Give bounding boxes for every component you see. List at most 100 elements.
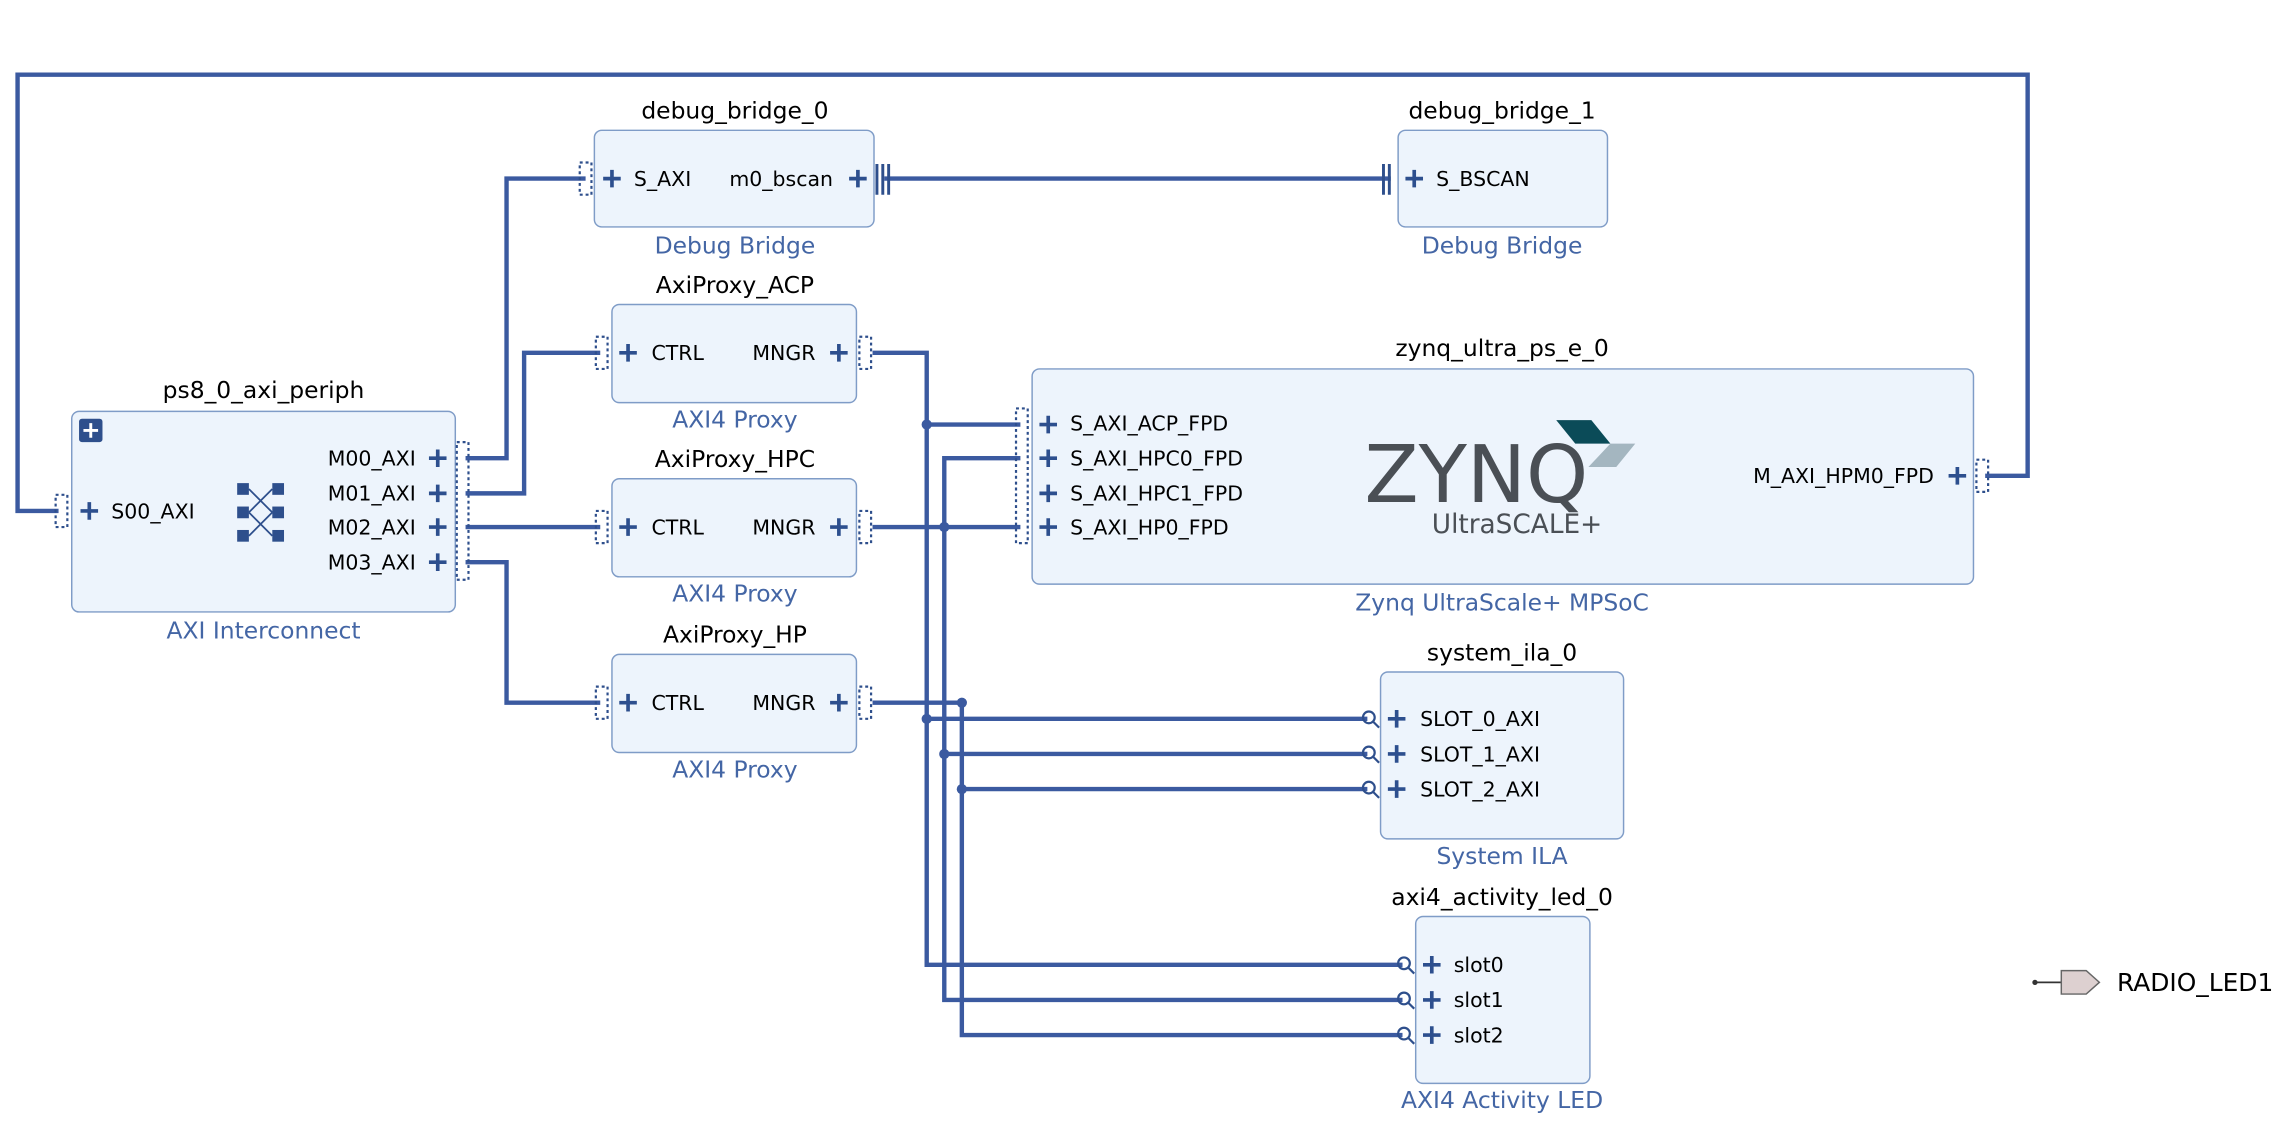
port-m01-axi[interactable]: M01_AXI [328,482,416,506]
port-mngr[interactable]: MNGR [752,691,815,715]
expand-port-icon[interactable] [1387,745,1406,763]
block-debug-bridge-1[interactable]: debug_bridge_1 S_BSCAN Debug Bridge [1382,97,1609,260]
port-s-axi-hp0-fpd[interactable]: S_AXI_HP0_FPD [1070,515,1229,539]
net-m03-to-hp[interactable] [465,559,601,705]
block-axiproxy-hp[interactable]: AxiProxy_HP CTRL MNGR AXI4 Proxy [594,621,873,784]
block-ps8-axi-periph[interactable]: ps8_0_axi_periph S00_AXI M00_AXI M01_AXI… [54,376,470,644]
debug-probe-icon[interactable] [1397,956,1416,975]
expand-port-icon[interactable] [1948,467,1967,485]
net-m01-to-acp[interactable] [465,350,601,496]
net-acp-mngr[interactable] [872,350,1403,967]
debug-probe-icon[interactable] [1397,991,1416,1010]
block-type-label: AXI Interconnect [166,616,360,644]
block-axiproxy-acp[interactable]: AxiProxy_ACP CTRL MNGR AXI4 Proxy [594,271,873,434]
junction-dot [939,521,950,533]
port-slot1[interactable]: slot1 [1454,988,1504,1012]
port-mngr[interactable]: MNGR [752,341,815,365]
port-m03-axi[interactable]: M03_AXI [328,550,416,574]
expand-icon[interactable] [79,418,103,443]
expand-port-icon[interactable] [1039,415,1058,434]
block-type-label: Zynq UltraScale+ MPSoC [1355,588,1649,616]
port-slot-0-axi[interactable]: SLOT_0_AXI [1420,707,1540,731]
net-m00-to-dbg0[interactable] [465,176,586,461]
expand-port-icon[interactable] [1423,1026,1441,1044]
expand-port-icon[interactable] [1387,710,1406,728]
net-hpm0-to-s00[interactable] [15,72,2030,514]
expand-port-icon[interactable] [619,344,637,362]
expand-port-icon[interactable] [830,344,848,362]
bus-connector-icon[interactable] [594,509,609,545]
bus-connector-icon[interactable] [455,441,470,581]
bscan-connector-icon[interactable] [875,163,891,195]
expand-port-icon[interactable] [428,553,447,571]
block-system-ila[interactable]: system_ila_0 SLOT_0_AXI SLOT_1_AXI SLOT_… [1361,638,1625,870]
bscan-connector-icon[interactable] [1382,163,1391,195]
block-debug-bridge-0[interactable]: debug_bridge_0 S_AXI m0_bscan Debug Brid… [578,97,891,260]
port-m0-bscan[interactable]: m0_bscan [729,167,833,191]
bus-connector-icon[interactable] [1014,407,1029,545]
block-axi4-activity-led[interactable]: axi4_activity_led_0 slot0 slot1 slot2 AX… [1391,883,1613,1114]
port-slot-1-axi[interactable]: SLOT_1_AXI [1420,742,1540,766]
port-s00-axi[interactable]: S00_AXI [111,499,194,523]
net-hpc-bus[interactable] [942,456,1403,1003]
expand-port-icon[interactable] [1423,955,1441,974]
block-axiproxy-hpc[interactable]: AxiProxy_HPC CTRL MNGR AXI4 Proxy [594,445,873,608]
block-type-label: AXI4 Proxy [672,580,798,608]
block-instance-name: debug_bridge_1 [1408,97,1595,125]
bus-connector-icon[interactable] [858,685,873,720]
zynq-ultrascale-logo: ZYNQ UltraSCALE+ [1364,420,1636,540]
expand-port-icon[interactable] [428,484,447,503]
expand-port-icon[interactable] [1039,449,1058,468]
port-m00-axi[interactable]: M00_AXI [328,447,416,471]
external-port-radio-led1[interactable]: RADIO_LED1 [2032,968,2273,997]
port-m02-axi[interactable]: M02_AXI [328,515,416,539]
external-port-label: RADIO_LED1 [2117,968,2273,997]
debug-probe-icon[interactable] [1361,745,1380,764]
block-instance-name: zynq_ultra_ps_e_0 [1395,334,1608,362]
expand-port-icon[interactable] [428,449,447,468]
block-instance-name: ps8_0_axi_periph [163,376,365,404]
bus-connector-icon[interactable] [858,509,873,545]
expand-port-icon[interactable] [1039,518,1058,536]
port-s-bscan[interactable]: S_BSCAN [1436,167,1530,191]
port-slot0[interactable]: slot0 [1454,953,1504,977]
expand-port-icon[interactable] [830,518,848,536]
port-mngr[interactable]: MNGR [752,515,815,539]
bus-connector-icon[interactable] [858,335,873,371]
expand-port-icon[interactable] [603,169,621,188]
bus-connector-icon[interactable] [1975,458,1990,494]
expand-port-icon[interactable] [619,518,637,536]
expand-port-icon[interactable] [1405,169,1424,188]
expand-port-icon[interactable] [849,169,867,188]
port-s-axi-hpc0-fpd[interactable]: S_AXI_HPC0_FPD [1070,447,1243,471]
expand-port-icon[interactable] [1039,484,1058,503]
port-ctrl[interactable]: CTRL [651,691,704,715]
block-instance-name: debug_bridge_0 [641,97,828,125]
bus-connector-icon[interactable] [54,493,69,529]
expand-port-icon[interactable] [830,693,848,712]
port-slot-2-axi[interactable]: SLOT_2_AXI [1420,777,1540,801]
port-s-axi-acp-fpd[interactable]: S_AXI_ACP_FPD [1070,411,1228,435]
expand-port-icon[interactable] [80,502,99,520]
expand-port-icon[interactable] [619,693,637,712]
expand-port-icon[interactable] [1387,780,1406,798]
port-m-axi-hpm0-fpd[interactable]: M_AXI_HPM0_FPD [1753,464,1934,488]
expand-port-icon[interactable] [1423,991,1441,1009]
debug-probe-icon[interactable] [1361,780,1380,799]
debug-probe-icon[interactable] [1361,710,1380,729]
port-slot2[interactable]: slot2 [1454,1023,1504,1047]
logo-main-text: ZYNQ [1364,429,1588,521]
block-type-label: AXI4 Proxy [672,405,798,433]
block-zynq-ultra-ps[interactable]: zynq_ultra_ps_e_0 S_AXI_ACP_FPD S_AXI_HP… [1014,334,1990,617]
bus-connector-icon[interactable] [594,335,609,371]
junction-dot [956,783,967,795]
bus-connector-icon[interactable] [594,685,609,720]
net-hp-mngr[interactable] [872,700,1403,1038]
port-ctrl[interactable]: CTRL [651,341,704,365]
debug-probe-icon[interactable] [1397,1026,1416,1045]
port-s-axi[interactable]: S_AXI [634,167,691,191]
port-ctrl[interactable]: CTRL [651,515,704,539]
expand-port-icon[interactable] [428,518,447,536]
port-s-axi-hpc1-fpd[interactable]: S_AXI_HPC1_FPD [1070,482,1243,506]
